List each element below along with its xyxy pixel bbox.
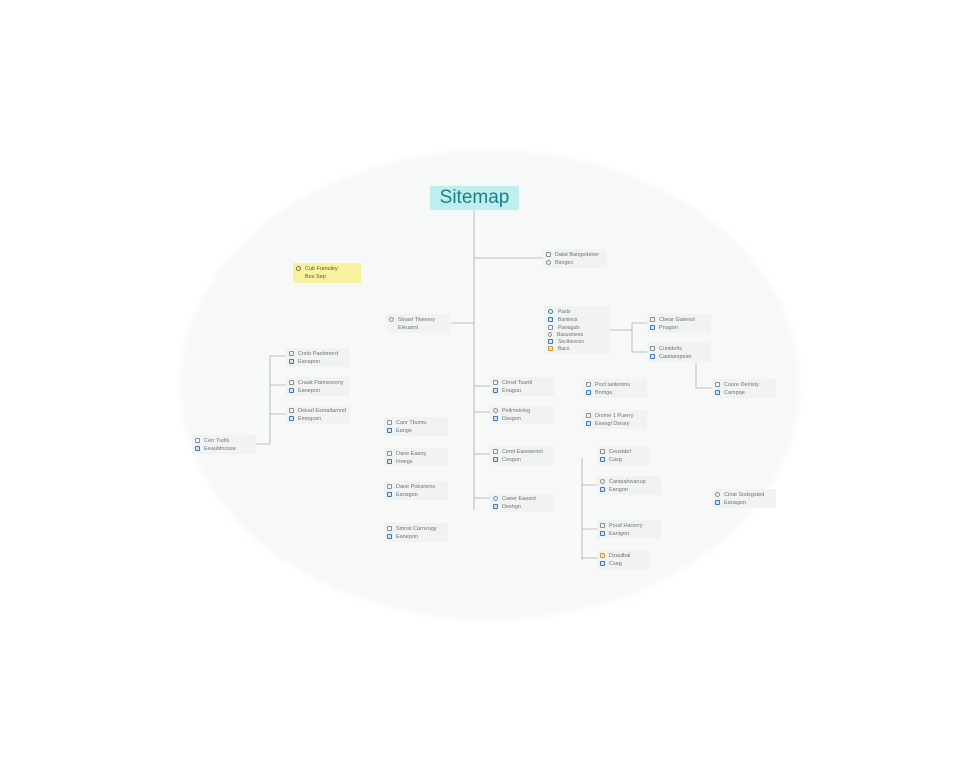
image-icon bbox=[715, 390, 720, 395]
page-icon bbox=[548, 325, 553, 330]
node-card[interactable]: Cbear Gatenol Pnagon bbox=[647, 314, 711, 333]
image-icon bbox=[600, 487, 605, 492]
node-card[interactable]: Cinat Sodsgsted Eanagon bbox=[712, 489, 776, 508]
node-card[interactable]: Deiuaf Esmaltamnd Emegcen bbox=[286, 405, 350, 424]
image-icon bbox=[548, 317, 553, 322]
image-icon bbox=[493, 388, 498, 393]
doc-icon bbox=[548, 339, 553, 344]
image-icon bbox=[600, 457, 605, 462]
image-icon bbox=[387, 534, 392, 539]
link-icon bbox=[546, 260, 551, 265]
image-icon bbox=[650, 325, 655, 330]
node-card[interactable]: Dane Eaany Innegs bbox=[384, 448, 448, 467]
image-icon bbox=[493, 504, 498, 509]
image-icon bbox=[289, 388, 294, 393]
node-card[interactable]: Dalat Bangedeker Bsngec bbox=[543, 249, 607, 268]
node-card[interactable]: Cnaat Patmesrony Eanepon bbox=[286, 377, 350, 396]
node-card[interactable]: Peilmeiviog Dasgon bbox=[490, 405, 554, 424]
folder-icon bbox=[548, 346, 553, 351]
legend-item: Sectbevces bbox=[548, 338, 584, 345]
page-icon bbox=[546, 252, 551, 257]
circle-icon bbox=[600, 479, 605, 484]
page-icon bbox=[387, 420, 392, 425]
page-icon bbox=[195, 438, 200, 443]
image-icon bbox=[600, 531, 605, 536]
globe-icon bbox=[548, 309, 553, 314]
node-card[interactable]: Cemt Easepenol Cesgon bbox=[490, 446, 554, 465]
legend-item: Baco bbox=[548, 345, 569, 352]
image-icon bbox=[600, 561, 605, 566]
note-line-2: Box Sep bbox=[305, 273, 326, 280]
circle-icon bbox=[493, 496, 498, 501]
page-icon bbox=[289, 408, 294, 413]
image-icon bbox=[586, 390, 591, 395]
page-icon bbox=[289, 351, 294, 356]
image-icon bbox=[493, 416, 498, 421]
bulb-icon bbox=[296, 266, 301, 271]
node-card[interactable]: Cnob Paebmerd Eanapon bbox=[286, 348, 350, 367]
page-icon bbox=[600, 523, 605, 528]
note-line-1: Cub Fumuley bbox=[296, 264, 338, 273]
image-icon bbox=[289, 416, 294, 421]
node-card[interactable]: Dzaulbal Cseg bbox=[597, 550, 649, 569]
node-card[interactable]: Smnst Carnvogy Eanepon bbox=[384, 523, 448, 542]
legend-box: Pasts Baminus Pawagals Basusmees Sectbev… bbox=[544, 306, 610, 354]
image-icon bbox=[493, 457, 498, 462]
page-icon bbox=[600, 449, 605, 454]
page-icon bbox=[493, 380, 498, 385]
sticky-note: Cub Fumuley Box Sep bbox=[293, 263, 361, 283]
folder-icon bbox=[600, 553, 605, 558]
page-icon bbox=[586, 382, 591, 387]
legend-item: Baminus bbox=[548, 316, 577, 323]
node-card[interactable]: Cunidefis Caatiampeier bbox=[647, 343, 711, 362]
node-card[interactable]: Poct lantenms Bnmge bbox=[583, 379, 647, 398]
page-icon bbox=[289, 380, 294, 385]
image-icon bbox=[195, 446, 200, 451]
page-icon bbox=[387, 526, 392, 531]
image-icon bbox=[650, 354, 655, 359]
page-icon bbox=[650, 346, 655, 351]
image-icon bbox=[715, 500, 720, 505]
circle-icon bbox=[493, 408, 498, 413]
left-bar bbox=[256, 355, 286, 445]
node-card[interactable]: Poud Hacerry Eanigon bbox=[597, 520, 661, 539]
legend-item: Pasts bbox=[548, 308, 571, 315]
page-icon bbox=[650, 317, 655, 322]
sitemap-title: Sitemap bbox=[430, 186, 519, 210]
page-icon bbox=[715, 382, 720, 387]
image-icon bbox=[387, 492, 392, 497]
node-card[interactable]: Drsme 1 Puerry Eaesgl Dsrary bbox=[583, 410, 647, 429]
node-card[interactable]: Caeer Eaeant Deshgn bbox=[490, 493, 554, 512]
image-icon bbox=[387, 428, 392, 433]
node-card[interactable]: Cirnst Tsantl Enagou bbox=[490, 377, 554, 396]
legend-item: Pawagals bbox=[548, 324, 580, 331]
image-icon bbox=[289, 359, 294, 364]
node-card[interactable]: Cerr Tudls Eeaubfocsse bbox=[192, 435, 256, 454]
page-icon bbox=[493, 449, 498, 454]
legend-item: Basusmees bbox=[548, 331, 583, 338]
page-icon bbox=[586, 413, 591, 418]
node-card[interactable]: Sinast Tiwenoy Eleuaml bbox=[386, 314, 450, 333]
link-icon bbox=[548, 332, 552, 337]
circle-icon bbox=[389, 317, 394, 322]
node-card[interactable]: Dane Pobsnens Eansgon bbox=[384, 481, 448, 500]
image-icon bbox=[586, 421, 591, 426]
node-card[interactable]: Coure Denisty Campqe bbox=[712, 379, 776, 398]
page-icon bbox=[387, 451, 392, 456]
node-card[interactable]: Canipahwanup Eangon bbox=[597, 476, 661, 495]
link-far-right-1 bbox=[695, 363, 712, 389]
image-icon bbox=[387, 459, 392, 464]
node-card[interactable]: Canr Tbumu Eange bbox=[384, 417, 448, 436]
circle-icon bbox=[715, 492, 720, 497]
node-card[interactable]: Ceustdef Casg bbox=[597, 446, 649, 465]
page-icon bbox=[387, 484, 392, 489]
